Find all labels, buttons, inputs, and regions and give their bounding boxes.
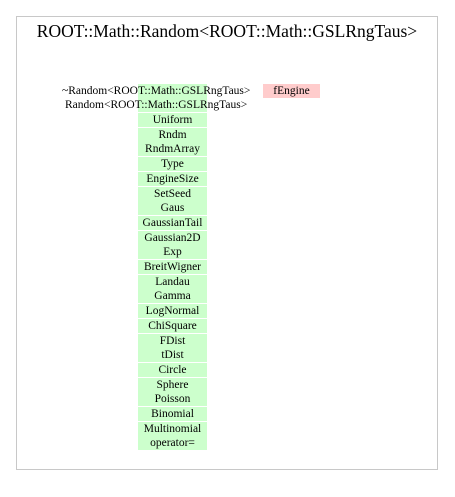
method-exp[interactable]: Exp (138, 245, 207, 260)
method-poisson[interactable]: Poisson (138, 392, 207, 407)
diagram-frame (16, 16, 438, 470)
method-breitwigner[interactable]: BreitWigner (138, 260, 207, 274)
method-lognormal[interactable]: LogNormal (138, 304, 207, 319)
method-rndm[interactable]: Rndm (138, 127, 207, 142)
data-member-fengine[interactable]: fEngine (263, 84, 320, 98)
class-title: ROOT::Math::Random<ROOT::Math::GSLRngTau… (36, 21, 418, 41)
method-rndmarray[interactable]: RndmArray (138, 142, 207, 157)
constructor-label[interactable]: Random<ROOT::Math::GSLRngTaus> (65, 99, 248, 111)
method-binomial[interactable]: Binomial (138, 407, 207, 421)
destructor-bg (138, 84, 207, 98)
method-operator[interactable]: operator= (138, 436, 207, 451)
method-gaussian2d[interactable]: Gaussian2D (138, 230, 207, 245)
method-multinomial[interactable]: Multinomial (138, 421, 207, 436)
method-sphere[interactable]: Sphere (138, 377, 207, 392)
destructor-label[interactable]: ~Random<ROOT::Math::GSLRngTaus> (62, 85, 251, 97)
method-gaussiantail[interactable]: GaussianTail (138, 215, 207, 230)
constructor-bg (138, 98, 207, 112)
method-chisquare[interactable]: ChiSquare (138, 318, 207, 333)
method-gamma[interactable]: Gamma (138, 289, 207, 304)
method-fdist[interactable]: FDist (138, 333, 207, 348)
method-uniform[interactable]: Uniform (138, 113, 207, 127)
method-setseed[interactable]: SetSeed (138, 186, 207, 201)
method-tdist[interactable]: tDist (138, 348, 207, 363)
method-landau[interactable]: Landau (138, 274, 207, 289)
method-gaus[interactable]: Gaus (138, 201, 207, 216)
method-circle[interactable]: Circle (138, 362, 207, 377)
method-type[interactable]: Type (138, 157, 207, 172)
method-enginesize[interactable]: EngineSize (138, 171, 207, 186)
